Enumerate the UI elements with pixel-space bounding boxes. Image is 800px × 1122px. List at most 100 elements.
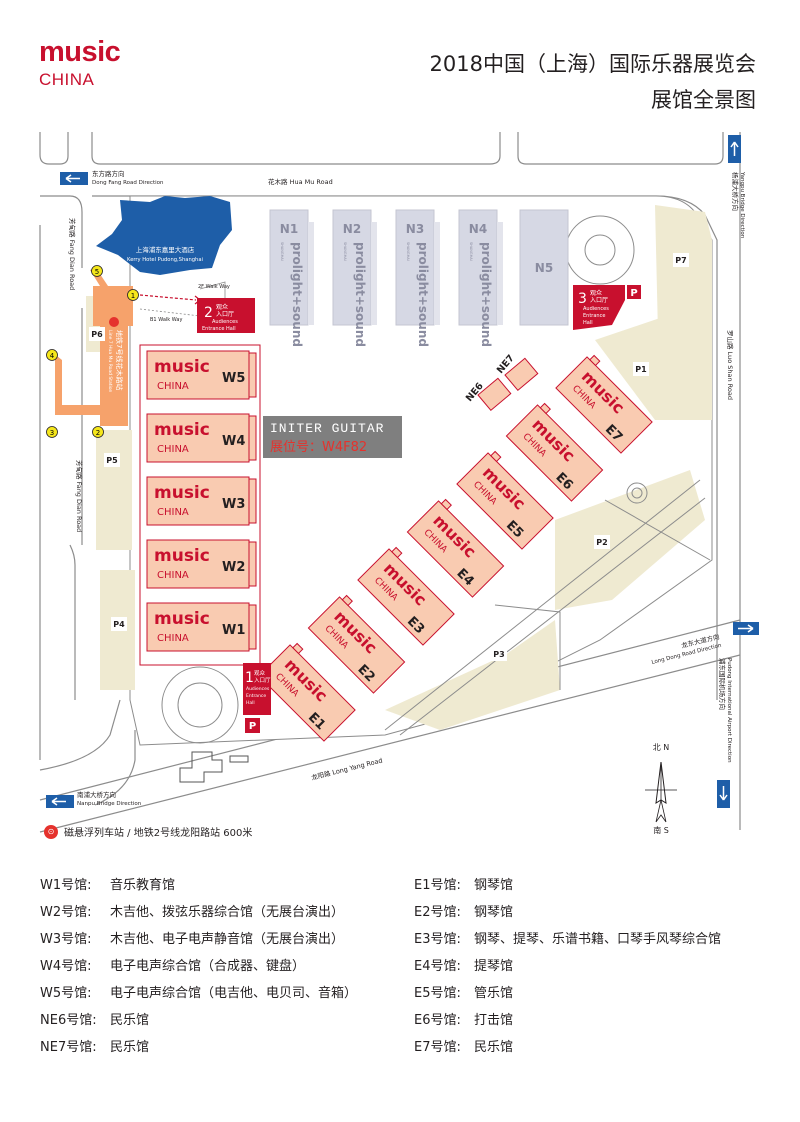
svg-text:入口厅: 入口厅 (254, 677, 271, 684)
parking-plots (86, 205, 712, 730)
svg-text:P: P (249, 721, 256, 732)
svg-text:东方路方向: 东方路方向 (92, 169, 125, 178)
legend-item: E1号馆:钢琴馆 (414, 878, 514, 893)
legend-item: E6号馆:打击馆 (414, 1013, 514, 1028)
legend-item: W1号馆:音乐教育馆 (40, 878, 176, 893)
hall-w5-label: W5 (222, 371, 245, 386)
legend-item: NE7号馆:民乐馆 (40, 1040, 150, 1055)
svg-text:罗山路 Luo Shan Road: 罗山路 Luo Shan Road (726, 330, 735, 400)
maglev-metro-note: ⊙ 磁悬浮列车站 / 地铁2号线龙阳路站 600米 (44, 824, 252, 839)
north-brand: prolight+sound (416, 242, 430, 347)
svg-text:Audiences: Audiences (212, 319, 238, 325)
svg-text:南浦大桥方向: 南浦大桥方向 (77, 790, 116, 799)
initer-guitar-highlight[interactable]: INITER GUITAR 展位号：W4F82 (263, 416, 402, 458)
hall-w4-label: W4 (222, 434, 245, 449)
svg-text:入口厅: 入口厅 (216, 311, 234, 318)
hotel-name-en: Kerry Hotel Pudong,Shanghai (127, 257, 203, 263)
hall-n5[interactable]: N5 (519, 209, 569, 326)
svg-text:Pudong International Airport D: Pudong International Airport Direction (726, 658, 732, 763)
north-sub: SHANGHAI (343, 242, 347, 261)
legend-item: NE6号馆:民乐馆 (40, 1013, 150, 1028)
exit-1: 1 (127, 289, 139, 301)
entrance-hall-3[interactable]: 3 观众 入口厅 Audiences Entrance Hall (573, 285, 625, 330)
svg-text:P: P (630, 288, 637, 299)
legend-item: W4号馆:电子电声综合馆（合成器、键盘） (40, 959, 306, 974)
svg-text:P6: P6 (91, 330, 103, 339)
legend-item: W5号馆:电子电声综合馆（电吉他、电贝司、音箱） (40, 986, 358, 1001)
legend-item: W2号馆:木吉他、拨弦乐器综合馆（无展台演出） (40, 905, 345, 920)
west-halls: musicCHINAW5musicCHINAW4musicCHINAW3musi… (139, 344, 261, 666)
hall-brand: music (154, 609, 210, 629)
booth-number: 展位号：W4F82 (270, 440, 367, 455)
svg-text:Hall: Hall (246, 700, 255, 706)
svg-text:Audiences: Audiences (583, 306, 609, 312)
svg-text:Dong Fang Road Direction: Dong Fang Road Direction (92, 180, 164, 186)
north-sub: SHANGHAI (406, 242, 410, 261)
direction-arrows (46, 135, 759, 808)
parking-sign-entrance-1: P (245, 718, 260, 733)
svg-text:北 N: 北 N (653, 743, 670, 752)
svg-text:观众: 观众 (216, 304, 228, 311)
svg-text:芳甸路 Fang Dian Road: 芳甸路 Fang Dian Road (75, 460, 84, 532)
svg-text:P2: P2 (596, 538, 607, 547)
compass-icon: 北 N 南 S (645, 743, 677, 835)
svg-text:2: 2 (96, 429, 100, 437)
walk-2f-label: 2F Walk Way (198, 284, 230, 290)
east-halls: musicCHINAE7musicCHINAE6musicCHINAE5musi… (258, 354, 653, 742)
svg-text:P3: P3 (493, 650, 504, 659)
svg-text:观众: 观众 (254, 670, 266, 677)
walk-b1-label: B1 Walk Way (150, 317, 182, 323)
metro-station-name-en: Line 7 Hua Mu Road Station (107, 330, 113, 393)
hall-brand: music (154, 420, 210, 440)
legend-item: E3号馆:钢琴、提琴、乐谱书籍、口琴手风琴综合馆 (414, 932, 722, 947)
entrance-hall-2[interactable]: 2 观众 入口厅 Audiences Entrance Hall (197, 298, 255, 333)
svg-text:南 S: 南 S (653, 825, 669, 835)
hall-sub: CHINA (157, 570, 189, 581)
logo-sub: CHINA (39, 70, 95, 89)
parking-p7: P7 (673, 253, 689, 267)
title-line-1: 2018中国（上海）国际乐器展览会 (429, 52, 756, 76)
small-building (179, 751, 249, 783)
hall-brand: music (154, 546, 210, 566)
svg-text:Entrance Hall: Entrance Hall (202, 326, 236, 332)
arrow-dong-fang-icon (60, 172, 88, 185)
svg-text:Audiences: Audiences (246, 686, 270, 692)
svg-text:Entrance: Entrance (246, 693, 266, 699)
hall-ne6[interactable] (477, 377, 512, 412)
svg-text:P5: P5 (106, 456, 118, 465)
metro-station-name: 地铁7号线花木路站 (115, 330, 124, 390)
hall-sub: CHINA (157, 633, 189, 644)
title-line-2: 展馆全景图 (651, 88, 756, 112)
legend-item: E7号馆:民乐馆 (414, 1040, 514, 1055)
north-sub: SHANGHAI (469, 242, 473, 261)
kerry-hotel: 上海浦东嘉里大酒店 Kerry Hotel Pudong,Shanghai (96, 196, 232, 275)
music-china-logo: music CHINA (39, 38, 121, 90)
north-brand: prolight+sound (353, 242, 367, 347)
svg-text:P1: P1 (635, 365, 647, 374)
exit-3: 3 (46, 426, 58, 438)
metro-note-text: 磁悬浮列车站 / 地铁2号线龙阳路站 600米 (64, 828, 253, 839)
svg-text:观众: 观众 (590, 290, 602, 297)
roundabout-bottom (161, 666, 239, 744)
entrance-hall-1[interactable]: 1 观众 入口厅 Audiences Entrance Hall (243, 663, 271, 715)
arrow-long-dong-icon (733, 622, 759, 635)
exit-5: 5 (91, 265, 103, 277)
hall-ne7[interactable] (504, 357, 539, 392)
svg-text:Entrance: Entrance (583, 313, 605, 319)
metro-station: 地铁7号线花木路站 Line 7 Hua Mu Road Station (46, 268, 133, 426)
legend-item: E2号馆:钢琴馆 (414, 905, 514, 920)
